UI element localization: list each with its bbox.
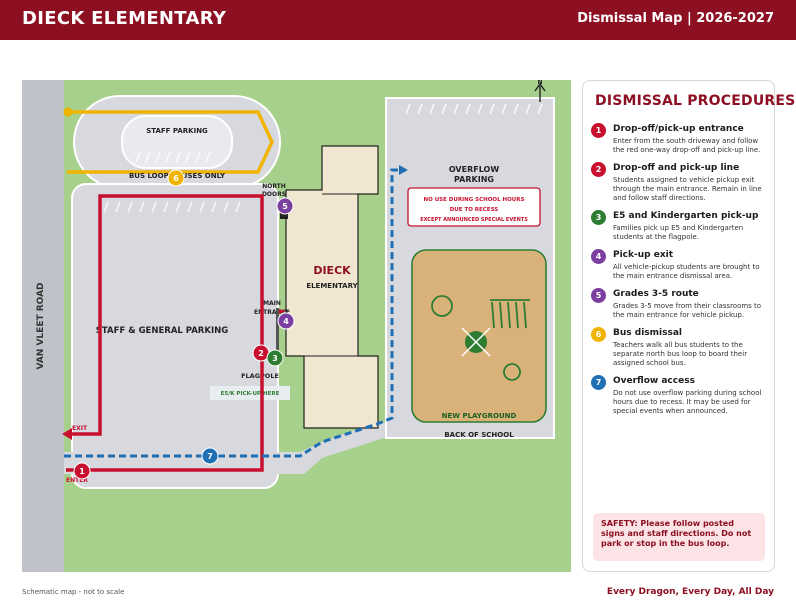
overflow-parking-stripes	[405, 103, 543, 115]
overflow-label-line2: PARKING	[454, 175, 494, 184]
flag-icon	[279, 309, 286, 314]
building-subname: ELEMENTARY	[306, 282, 358, 290]
staff-parking-label: STAFF PARKING	[146, 127, 208, 135]
marker-6: 6	[167, 169, 185, 187]
marker-5-label: 5	[282, 202, 288, 211]
overflow-label-line1: OVERFLOW	[449, 165, 499, 174]
step-title: Drop-off and pick-up line	[613, 163, 740, 173]
playground-circle-small	[503, 363, 521, 381]
playground-x-line2	[461, 327, 491, 357]
playground-label: NEW PLAYGROUND	[442, 412, 517, 420]
marker-3-label: 3	[272, 354, 278, 363]
north-doors-marker	[280, 212, 288, 219]
safety-notice: SAFETY: Please follow posted signs and s…	[593, 513, 765, 561]
main-entrance-label-1: MAIN	[263, 300, 281, 307]
campus-map: VAN VLEET ROAD STAFF PARKING BUS LOOP - …	[22, 80, 571, 572]
marker-4: 4	[277, 312, 295, 330]
step-description: Teachers walk all bus students to the se…	[613, 341, 748, 367]
step-number-badge: 7	[591, 375, 606, 390]
marker-7-label: 7	[207, 452, 213, 461]
procedures-title: DISMISSAL PROCEDURES	[595, 93, 796, 109]
procedure-step: 7 Overflow access Do not use overflow park…	[589, 375, 769, 416]
step-title: Pick-up exit	[613, 250, 674, 260]
pickup-route	[66, 194, 264, 472]
step-title: E5 and Kindergarten pick-up	[613, 211, 759, 221]
marker-2-label: 2	[258, 349, 264, 358]
marker-7: 7	[201, 447, 219, 465]
marker-1: 1	[73, 462, 91, 480]
step-number-badge: 1	[591, 123, 606, 138]
flagpole-label: FLAGPOLE	[241, 372, 279, 380]
step-number-badge: 4	[591, 249, 606, 264]
step-description: Grades 3-5 move from their classrooms to…	[613, 302, 762, 319]
general-parking-label: STAFF & GENERAL PARKING	[96, 326, 228, 336]
step-title: Overflow access	[613, 376, 695, 386]
header-bar: DIECK ELEMENTARY Dismissal Map | 2026-20…	[0, 0, 796, 40]
no-use-notice-line2: DUE TO RECESS	[450, 207, 499, 213]
marker-1-label: 1	[79, 467, 85, 476]
no-use-notice-line3: EXCEPT ANNOUNCED SPECIAL EVENTS	[420, 217, 528, 223]
step-title: Bus dismissal	[613, 328, 682, 338]
back-of-school-label: BACK OF SCHOOL	[444, 431, 514, 439]
step-number-badge: 3	[591, 210, 606, 225]
staff-parking-stripes	[135, 151, 211, 163]
north-doors-label-2: DOORS	[262, 191, 286, 198]
overflow-arrow-icon	[399, 165, 408, 175]
marker-3: 3	[266, 349, 284, 367]
map-subtitle: Dismissal Map | 2026-2027	[577, 11, 774, 26]
bus-loop-start-dot	[63, 107, 73, 117]
exit-label: EXIT	[72, 425, 88, 432]
overflow-route	[64, 168, 402, 458]
school-title: DIECK ELEMENTARY	[22, 8, 227, 29]
service-lane	[300, 422, 402, 474]
no-use-notice-line1: NO USE DURING SCHOOL HOURS	[424, 197, 525, 203]
building-name: DIECK	[313, 264, 351, 277]
north-arrow-icon	[534, 82, 546, 92]
scale-note: Schematic map - not to scale	[22, 588, 125, 596]
north-label: N	[537, 80, 542, 86]
step-number-badge: 6	[591, 327, 606, 342]
school-motto: Every Dragon, Every Day, All Day	[606, 587, 774, 597]
general-parking-stripes	[103, 201, 241, 213]
road-label: VAN VLEET ROAD	[36, 282, 46, 369]
bus-loop-route	[67, 110, 274, 174]
step-number-badge: 2	[591, 162, 606, 177]
step-description: Families pick up E5 and Kindergarten stu…	[613, 224, 744, 241]
playground-circle-large	[431, 295, 453, 317]
playground-climber	[490, 299, 530, 329]
marker-2: 2	[252, 344, 270, 362]
staff-parking-lot	[121, 115, 233, 169]
main-entrance-label-2: ENTRANCE	[254, 309, 290, 316]
step-title: Grades 3-5 route	[613, 289, 699, 299]
e5k-pickup-box	[210, 386, 290, 400]
enter-label: ENTER	[66, 477, 88, 484]
marker-4-label: 4	[283, 317, 289, 326]
step-description: All vehicle-pickup students are brought …	[613, 263, 760, 280]
procedures-panel: DISMISSAL PROCEDURES 1 Drop-off/pick-up e…	[582, 80, 795, 572]
flagpole-icon	[276, 308, 279, 354]
e5k-pickup-label: E5/K PICK-UP HERE	[221, 391, 280, 397]
step-description: Students assigned to vehicle pickup exit…	[613, 176, 762, 202]
general-parking-lot	[71, 183, 279, 489]
exit-arrow-icon	[62, 428, 72, 440]
step-description: Do not use overflow parking during schoo…	[613, 389, 762, 415]
van-vleet-road	[22, 80, 64, 572]
step-number-badge: 5	[591, 288, 606, 303]
marker-6-label: 6	[173, 174, 179, 183]
step-title: Drop-off/pick-up entrance	[613, 124, 744, 134]
north-doors-label-1: NORTH	[262, 183, 286, 190]
marker-5: 5	[276, 197, 294, 215]
no-use-notice-box	[407, 187, 541, 227]
step-description: Enter from the south driveway and follow…	[613, 137, 761, 154]
